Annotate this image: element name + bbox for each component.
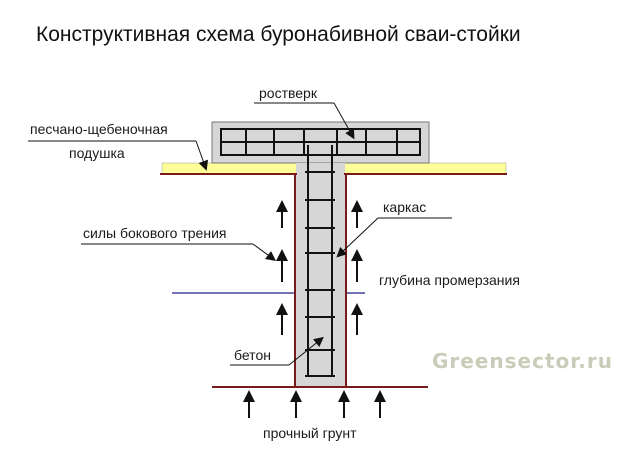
grillage-leader [333, 102, 355, 140]
cushion-label-line2: подушка [69, 145, 125, 161]
cushion-leader [195, 140, 209, 171]
grillage-rebar [220, 128, 421, 156]
firm-soil-label: прочный грунт [263, 425, 357, 441]
cushion-label-line1: песчано-щебеночная [30, 121, 168, 137]
frame-label: каркас [383, 199, 426, 215]
soil-reaction-arrows [243, 390, 386, 418]
frame-leader [336, 217, 379, 258]
friction-label: силы бокового трения [83, 225, 226, 241]
diagram-title: Конструктивная схема буронабивной сваи-с… [36, 23, 521, 46]
concrete-leader [288, 336, 324, 366]
pile-reinforcement-cage [305, 145, 335, 377]
friction-leader [252, 243, 277, 261]
grillage-label: ростверк [259, 85, 318, 101]
frost-depth-label: глубина промерзания [379, 272, 520, 288]
watermark-text: Greensector.ru [432, 349, 613, 373]
side-friction-arrows [276, 200, 363, 335]
concrete-label: бетон [234, 347, 271, 363]
